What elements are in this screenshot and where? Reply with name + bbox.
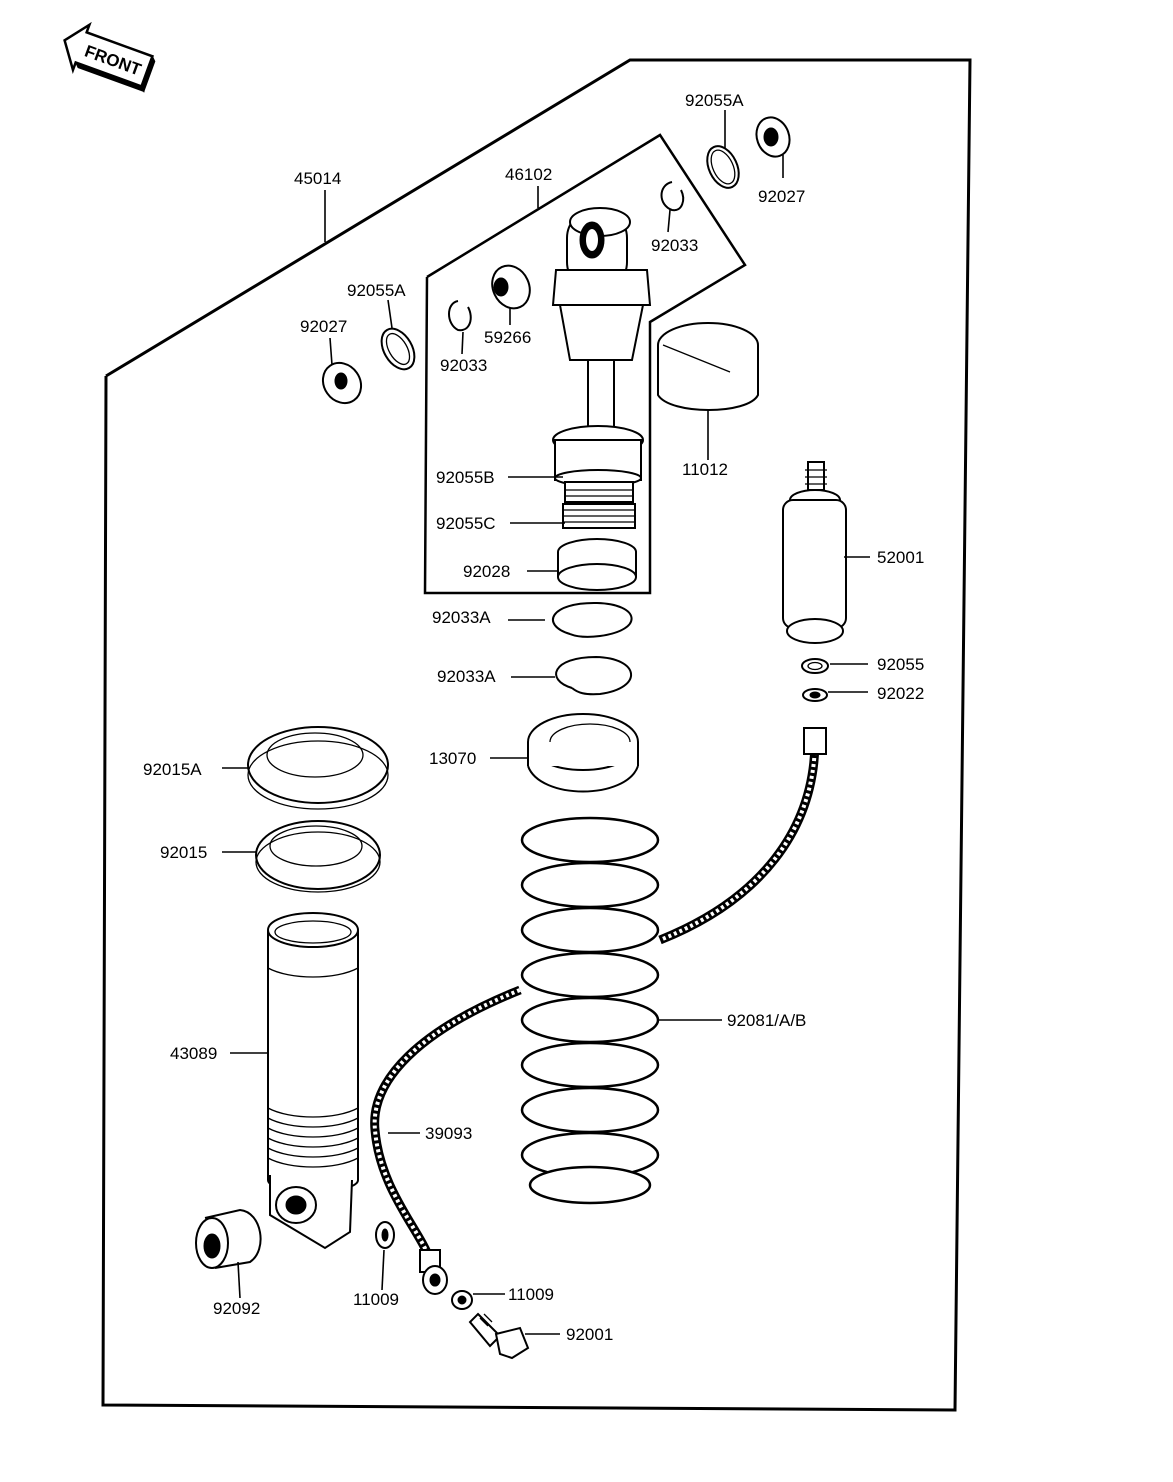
label-92055: 92055 (877, 655, 924, 674)
label-92001: 92001 (566, 1325, 613, 1344)
label-92027-left: 92027 (300, 317, 347, 336)
bushing-92027-left (321, 361, 363, 405)
leader-lines (222, 110, 870, 1335)
label-92092: 92092 (213, 1299, 260, 1318)
label-46102: 46102 (505, 165, 552, 184)
label-92055A-top: 92055A (685, 91, 744, 110)
label-39093: 39093 (425, 1124, 472, 1143)
label-92033A-upper: 92033A (432, 608, 491, 627)
circlip-92033-top (660, 181, 685, 212)
circlip-92033-left (448, 300, 472, 332)
bushing-92092 (195, 1208, 262, 1269)
cap-11012 (657, 322, 759, 411)
label-92033A-lower: 92033A (437, 667, 496, 686)
assembly-frame-46102 (423, 133, 747, 595)
piston-ring-92028 (557, 538, 637, 591)
bushing-92027-top (755, 116, 791, 158)
label-92028: 92028 (463, 562, 510, 581)
label-11012: 11012 (682, 460, 728, 479)
label-45014: 45014 (294, 169, 341, 188)
o-ring-92055A-top (706, 145, 740, 189)
reservoir-52001 (782, 461, 847, 644)
label-11009-left: 11009 (353, 1290, 399, 1309)
label-92015A: 92015A (143, 760, 202, 779)
circlip-92033A-lower (555, 655, 632, 696)
bushing-59266 (491, 264, 531, 310)
label-92055B: 92055B (436, 468, 495, 487)
banjo-fitting (419, 1249, 448, 1295)
shock-body-43089 (267, 912, 359, 1250)
label-92022: 92022 (877, 684, 924, 703)
bolt-92001 (468, 1312, 530, 1360)
label-43089: 43089 (170, 1044, 217, 1063)
circlip-92033A-upper (552, 601, 633, 638)
assembly-frame-45014 (101, 58, 972, 1412)
label-52001: 52001 (877, 548, 924, 567)
o-ring-92055A-left (380, 327, 416, 371)
washer-92055 (801, 658, 829, 674)
spring-seat-13070 (527, 713, 639, 793)
label-92055C: 92055C (436, 514, 496, 533)
damper-unit-46102 (551, 207, 652, 529)
front-arrow-icon: FRONT (63, 21, 156, 93)
lock-nut-92015 (255, 820, 381, 893)
label-92033-top: 92033 (651, 236, 698, 255)
label-92027-top: 92027 (758, 187, 805, 206)
coil-spring-92081 (520, 816, 660, 1205)
lock-nut-92015A (247, 726, 389, 810)
label-59266: 59266 (484, 328, 531, 347)
label-92033-left: 92033 (440, 356, 487, 375)
label-92015: 92015 (160, 843, 207, 862)
label-92081: 92081/A/B (727, 1011, 806, 1030)
hose-fitting-top (803, 727, 827, 755)
label-92055A-left: 92055A (347, 281, 406, 300)
label-13070: 13070 (429, 749, 476, 768)
label-11009-right: 11009 (508, 1285, 554, 1304)
